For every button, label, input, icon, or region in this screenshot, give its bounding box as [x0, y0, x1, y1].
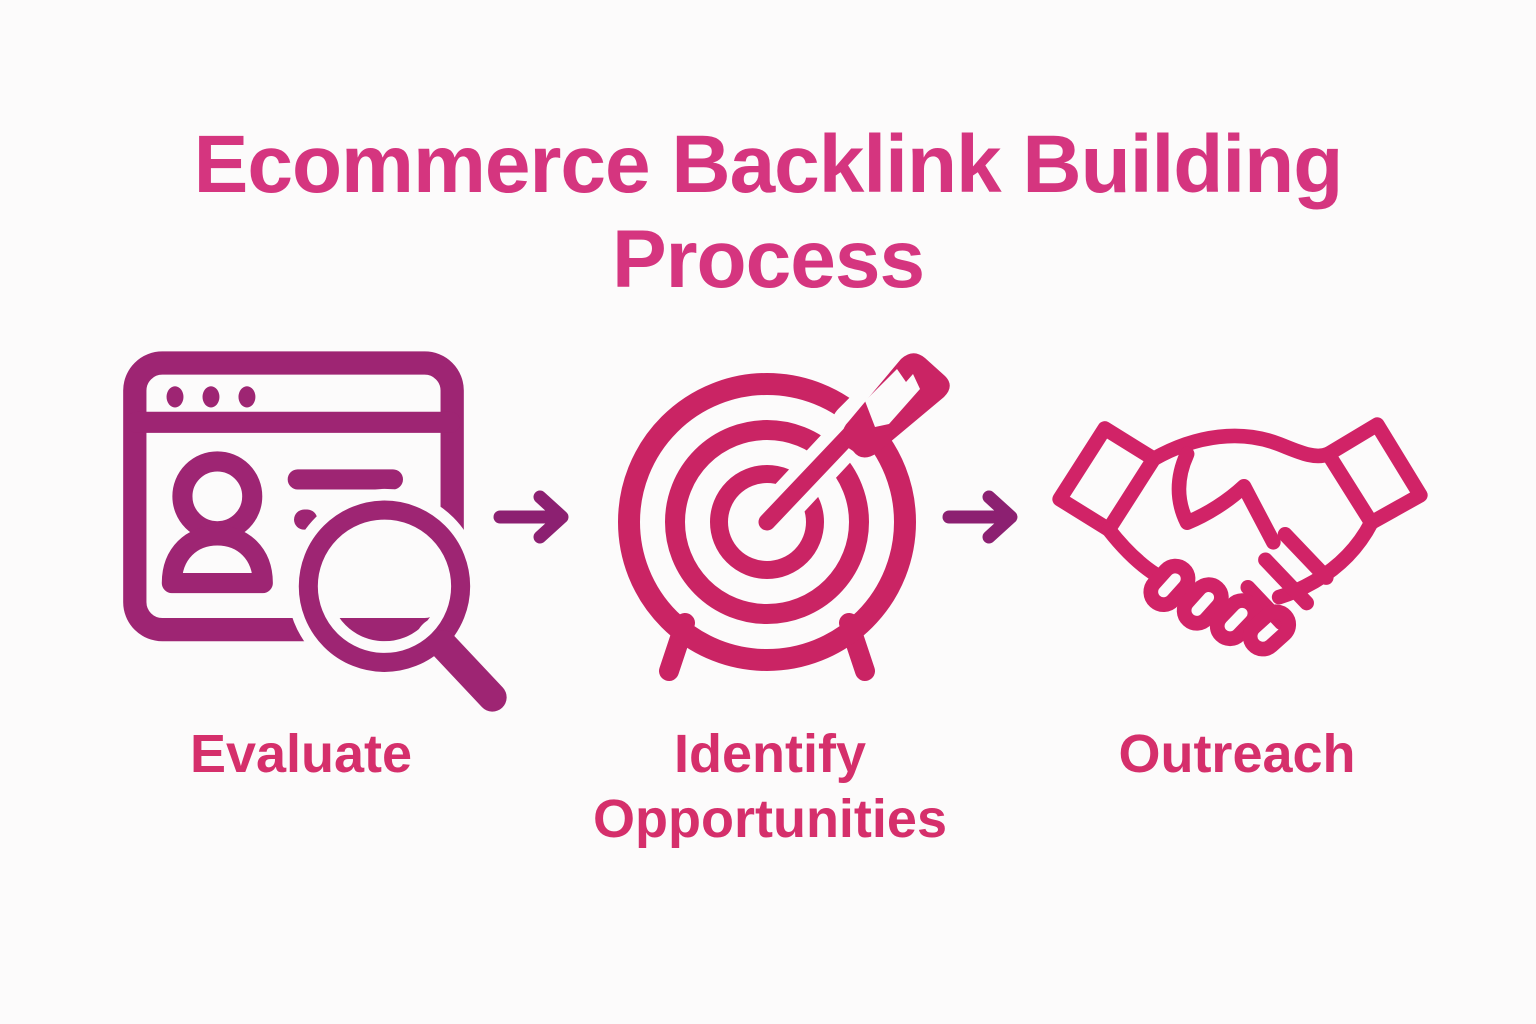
step-label-evaluate: Evaluate	[189, 724, 413, 784]
handshake-icon	[1052, 417, 1428, 657]
title-line-2: Process	[611, 214, 925, 306]
title-line-1: Ecommerce Backlink Building	[193, 118, 1344, 210]
step-label-outreach: Outreach	[1118, 724, 1356, 784]
right-arrow-icon	[493, 490, 569, 544]
page-title: Ecommerce Backlink Building Process	[0, 117, 1536, 307]
step-label-identify-opportunities: Identify Opportunities	[593, 724, 947, 849]
browser-search-icon	[123, 351, 518, 723]
target-arrow-icon	[618, 341, 950, 681]
right-arrow-icon	[942, 490, 1018, 544]
